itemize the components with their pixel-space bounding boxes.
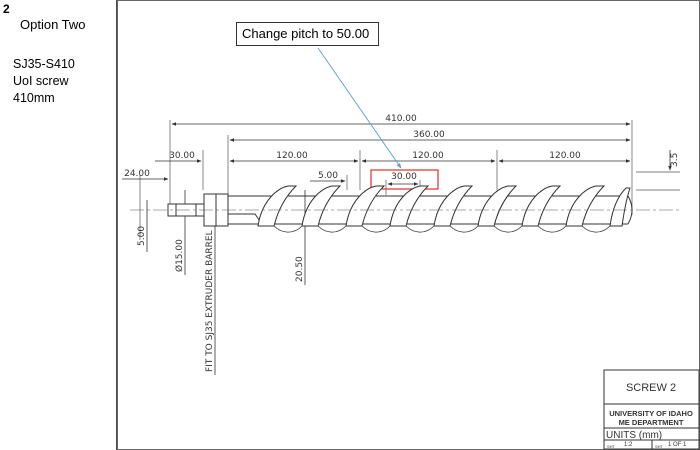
scale-caption: SHT xyxy=(607,444,616,449)
screw-flights xyxy=(257,185,631,227)
engineering-drawing: 410.00 360.00 30.00 120.00 120.00 120.00… xyxy=(117,0,700,450)
part-length: 410mm xyxy=(13,91,55,105)
flight-back-edges xyxy=(273,225,611,233)
part-description: UoI screw xyxy=(13,74,69,88)
units-label: UNITS (mm) xyxy=(606,430,662,441)
notes-panel: 2 Option Two SJ35-S410 UoI screw 410mm xyxy=(0,0,117,450)
pitch-label: 30.00 xyxy=(391,172,417,182)
root-dia-label: 20.50 xyxy=(295,256,305,282)
pitch-change-callout: Change pitch to 50.00 xyxy=(236,22,379,46)
tail-label: 3.5 xyxy=(670,153,680,167)
sheet-value: 1 OF 1 xyxy=(668,442,687,448)
thread-length-label: 360.00 xyxy=(413,130,445,140)
sheet-caption: SHT xyxy=(655,444,664,449)
drawing-canvas: 410.00 360.00 30.00 120.00 120.00 120.00… xyxy=(117,0,700,450)
part-number: SJ35-S410 xyxy=(13,57,75,71)
segment-2-label: 120.00 xyxy=(412,151,444,161)
item-number: 2 xyxy=(3,2,10,16)
drawing-name: SCREW 2 xyxy=(626,382,676,394)
shaft-dia-label: Ø15.00 xyxy=(174,239,185,272)
option-title: Option Two xyxy=(20,17,86,32)
segment-1-label: 120.00 xyxy=(276,151,308,161)
department-name: ME DEPARTMENT xyxy=(619,418,684,427)
overall-length-label: 410.00 xyxy=(385,114,417,124)
left-end-label: 24.00 xyxy=(124,169,150,179)
flight-width-label: 5.00 xyxy=(318,171,338,181)
left-step-label: 30.00 xyxy=(169,151,195,161)
segment-3-label: 120.00 xyxy=(549,151,581,161)
pitch-highlight-box xyxy=(370,169,439,190)
scale-value: 1:2 xyxy=(624,442,633,448)
shaft-tab-label: 5.00 xyxy=(137,226,147,246)
organization-name: UNIVERSITY OF IDAHO xyxy=(609,409,693,418)
fit-note: FIT TO SJ35 EXTRUDER BARREL xyxy=(205,230,215,372)
title-block: SCREW 2 UNIVERSITY OF IDAHO ME DEPARTMEN… xyxy=(603,369,700,450)
callout-leader-line xyxy=(317,47,402,169)
